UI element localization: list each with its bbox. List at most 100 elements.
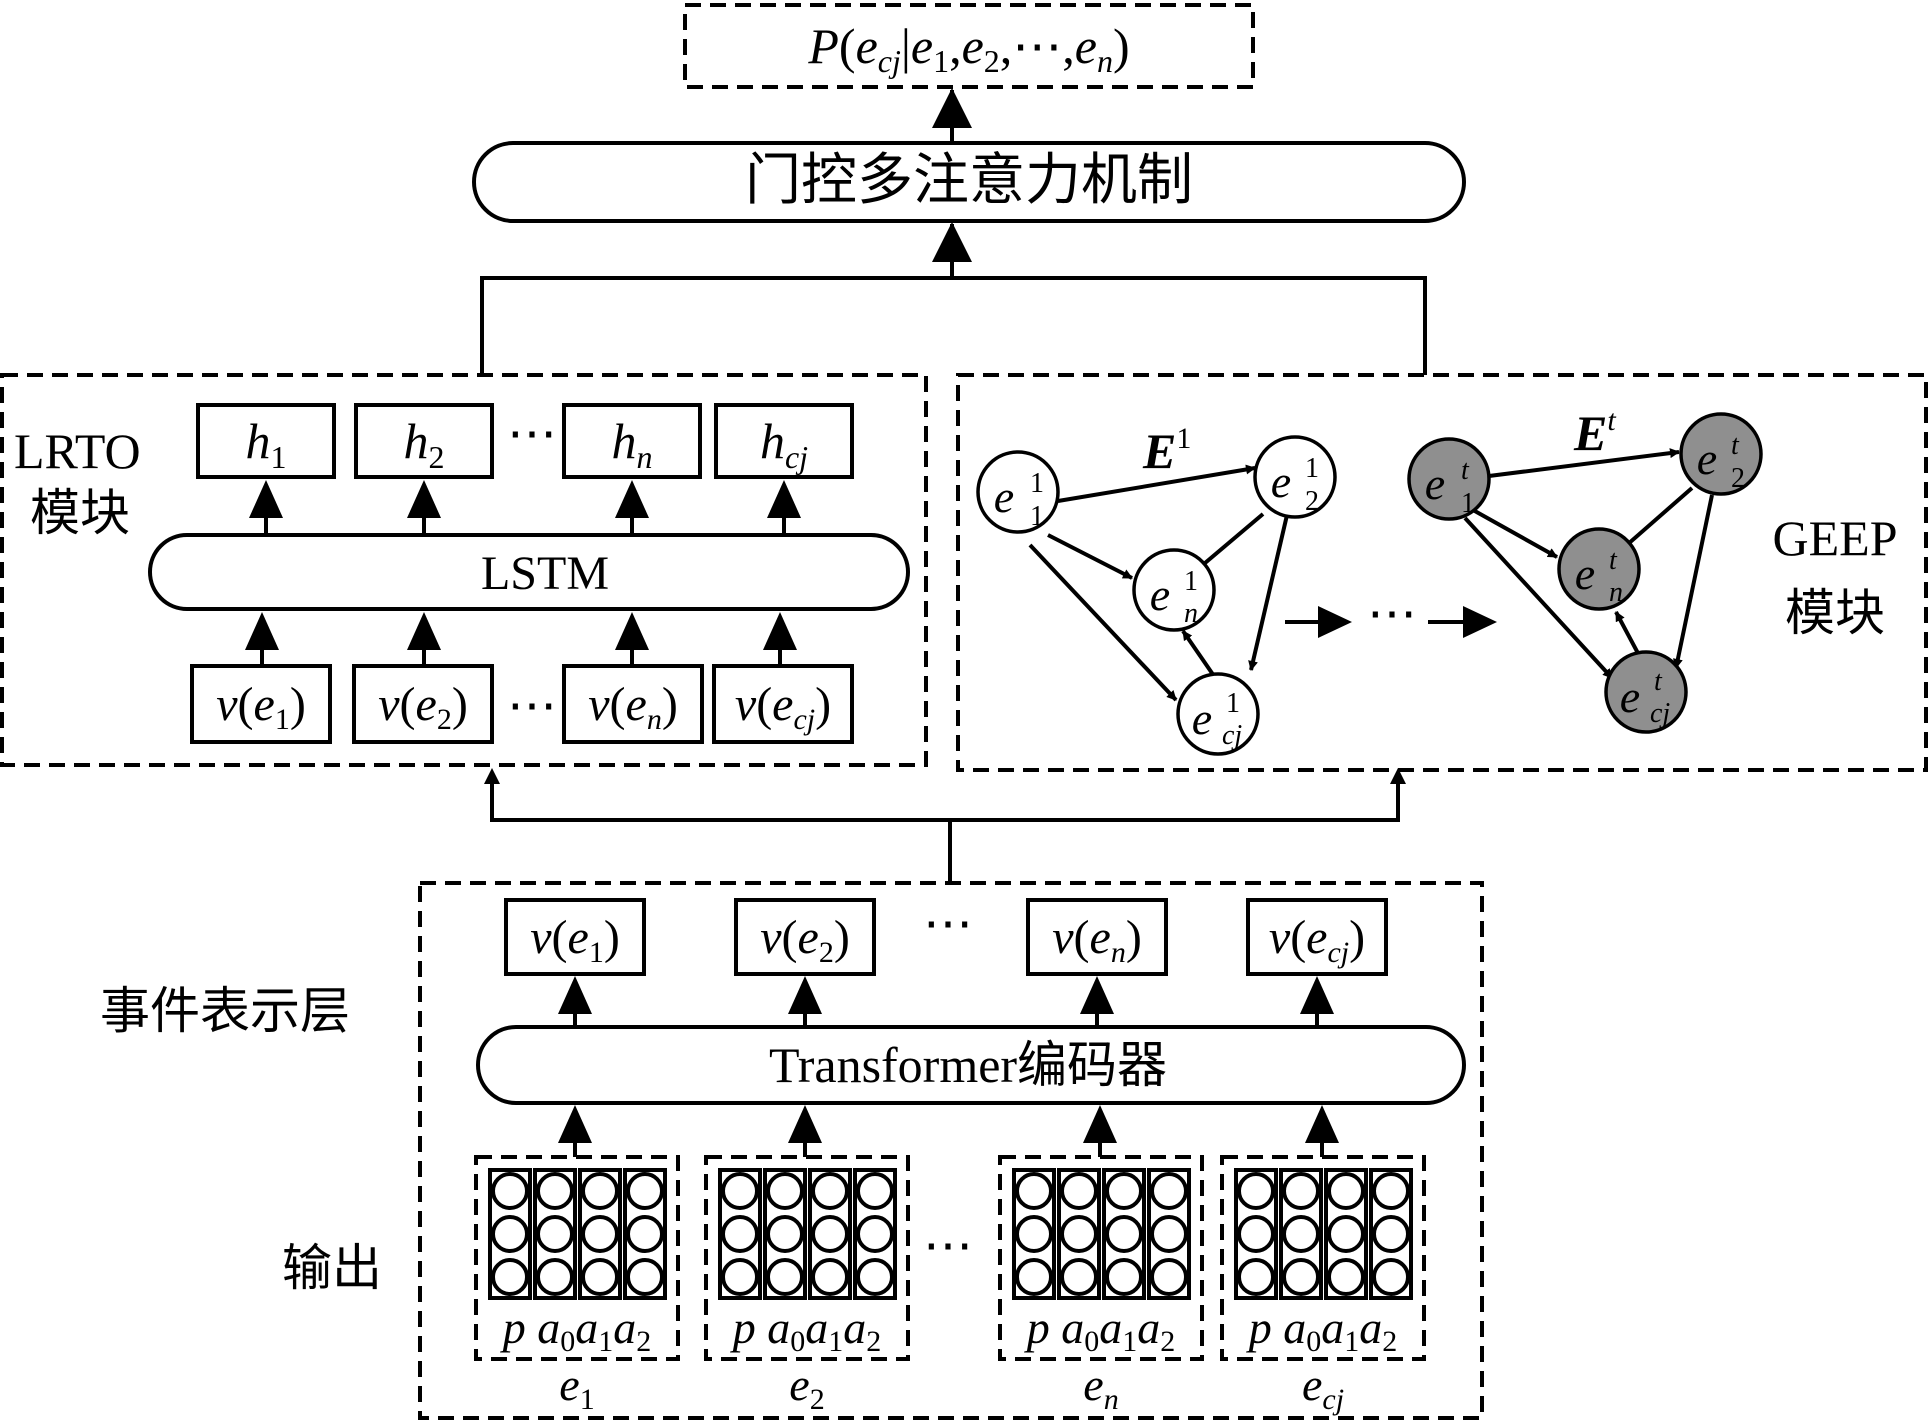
lrto-input-ellipsis: ⋯ <box>507 677 557 733</box>
arrowhead-merge-to-attention <box>932 222 972 262</box>
lstm-box <box>148 533 910 611</box>
embedding-unit <box>536 1258 574 1296</box>
argument-labels-e1: p a0a1a2 <box>500 1302 652 1358</box>
embedding-unit <box>1015 1215 1053 1253</box>
embedding-unit <box>1105 1215 1143 1253</box>
input-event-label-e2: e2 <box>789 1359 824 1416</box>
svg-text:2: 2 <box>1731 463 1745 494</box>
transformer-encoder-label: Transformer编码器 <box>769 1037 1167 1093</box>
embedding-unit <box>766 1215 804 1253</box>
input-group-box-en <box>998 1155 1204 1361</box>
hidden-state-ellipsis: ⋯ <box>507 405 557 461</box>
embedding-unit <box>1282 1172 1320 1210</box>
embedding-unit <box>581 1258 619 1296</box>
embedding-unit <box>1282 1215 1320 1253</box>
embedding-unit <box>491 1172 529 1210</box>
input-group-box-e1 <box>474 1155 680 1361</box>
input-group-box-ecj <box>1220 1155 1426 1361</box>
svg-text:t: t <box>1609 545 1618 576</box>
embedding-unit <box>1327 1172 1365 1210</box>
event-output-vectors: v(e1) v(e2) ⋯ v(en) v(ecj) <box>504 895 1388 976</box>
hidden-state-cj: hcj <box>760 413 808 475</box>
gated-attention-box <box>472 141 1466 223</box>
embedding-unit <box>1105 1172 1143 1210</box>
embedding-unit <box>1150 1258 1188 1296</box>
embedding-unit <box>1105 1258 1143 1296</box>
embedding-unit <box>721 1258 759 1296</box>
embedding-unit <box>856 1172 894 1210</box>
connector-event-layer-to-modules <box>490 782 952 883</box>
input-to-encoder-arrows <box>558 1105 1339 1157</box>
lrto-hidden-states: h1 h2 ⋯ hn hcj <box>196 403 854 479</box>
argument-labels-e2: p a0a1a2 <box>730 1302 882 1358</box>
gated-attention-label: 门控多注意力机制 <box>745 150 1193 212</box>
lrto-label-line2: 模块 <box>30 485 130 541</box>
hidden-state-box-1 <box>196 403 336 479</box>
embedding-unit <box>766 1172 804 1210</box>
lrto-upper-arrows <box>249 480 801 535</box>
event-output-n: v(en) <box>1052 911 1142 969</box>
hidden-state-n: hn <box>612 413 653 475</box>
embedding-unit <box>581 1172 619 1210</box>
embedding-unit <box>626 1258 664 1296</box>
graph1-node-e2 <box>1253 435 1337 519</box>
lrto-input-2: v(e2) <box>378 678 468 736</box>
svg-text:t: t <box>1461 455 1470 486</box>
event-output-1: v(e1) <box>530 911 620 969</box>
svg-text:cj: cj <box>1650 698 1670 729</box>
hidden-state-2: h2 <box>404 413 445 475</box>
embedding-unit <box>856 1258 894 1296</box>
event-output-ellipsis: ⋯ <box>923 895 973 951</box>
embedding-unit <box>626 1172 664 1210</box>
embedding-unit <box>1015 1172 1053 1210</box>
arrowhead-attention-to-output <box>932 88 972 128</box>
embedding-unit <box>1060 1258 1098 1296</box>
embedding-unit <box>1372 1172 1410 1210</box>
svg-text:e: e <box>994 471 1014 522</box>
graph1-nodes: e 1 1 e 1 2 e 1 n e 1 cj <box>976 435 1337 756</box>
embedding-unit <box>811 1258 849 1296</box>
graph1-node-ecj <box>1176 672 1260 756</box>
event-output-2: v(e2) <box>760 911 850 969</box>
embedding-unit <box>581 1215 619 1253</box>
embedding-unit <box>491 1258 529 1296</box>
svg-text:1: 1 <box>1030 468 1044 499</box>
svg-text:1: 1 <box>1226 688 1240 719</box>
svg-text:1: 1 <box>1184 566 1198 597</box>
embedding-unit <box>1015 1258 1053 1296</box>
transformer-encoder-box <box>476 1025 1466 1105</box>
embedding-unit <box>721 1172 759 1210</box>
embedding-unit <box>856 1215 894 1253</box>
embedding-unit <box>1060 1215 1098 1253</box>
graph-progression-ellipsis: ⋯ <box>1367 585 1417 641</box>
svg-text:1: 1 <box>1305 453 1319 484</box>
lrto-module-box <box>0 373 928 767</box>
graph1-edge-label: E1 <box>1142 422 1191 479</box>
embedding-unit <box>626 1215 664 1253</box>
embedding-unit <box>811 1215 849 1253</box>
connector-event-layer-to-geep <box>950 782 1400 822</box>
lrto-lower-arrows <box>245 612 797 666</box>
hidden-state-box-cj <box>714 403 854 479</box>
geep-module-box <box>956 373 1928 772</box>
output-probability-box <box>683 3 1255 89</box>
connector-modules-to-attention <box>480 276 1427 375</box>
input-event-label-ecj: ecj <box>1302 1359 1344 1416</box>
lrto-input-n: v(en) <box>588 678 678 736</box>
embedding-unit <box>1237 1215 1275 1253</box>
graph-progression: ⋯ <box>1285 585 1497 641</box>
embedding-unit <box>1237 1172 1275 1210</box>
svg-text:2: 2 <box>1305 486 1319 517</box>
embedding-unit <box>491 1215 529 1253</box>
svg-text:t: t <box>1731 430 1740 461</box>
hidden-state-box-n <box>562 403 702 479</box>
svg-text:cj: cj <box>1222 720 1242 751</box>
lrto-input-box-1 <box>190 664 332 744</box>
graph-t-node-e1 <box>1407 437 1491 521</box>
svg-text:e: e <box>1150 569 1170 620</box>
graph-t-nodes: e t 1 e t 2 e t n e t cj <box>1407 412 1763 734</box>
